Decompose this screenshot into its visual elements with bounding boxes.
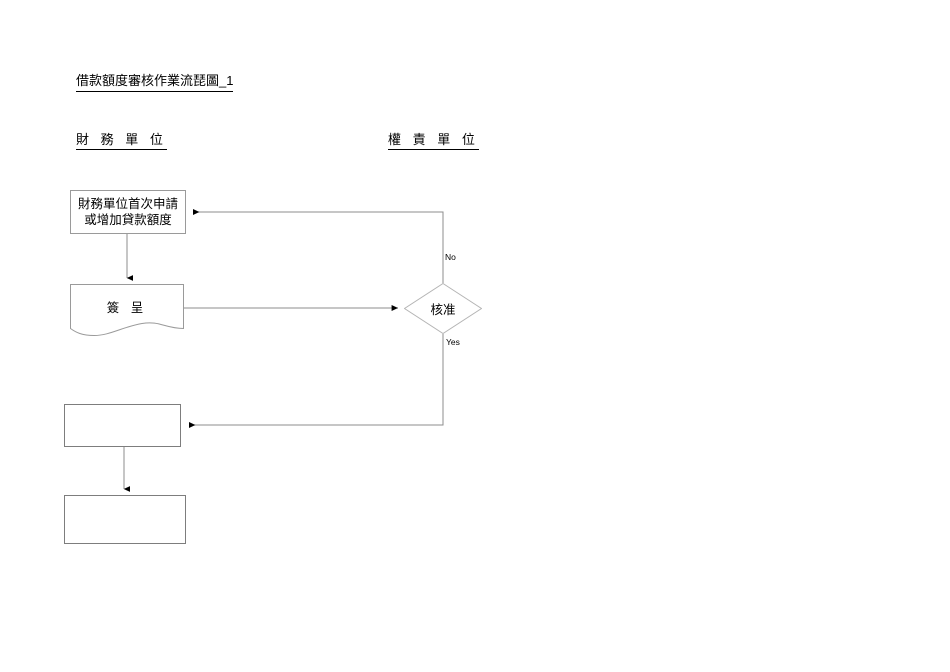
edge-decision-no-to-apply	[193, 209, 444, 283]
edge-label-no: No	[445, 252, 456, 262]
document-shape-icon	[70, 284, 184, 337]
flow-node-apply-label: 財務單位首次申請 或增加貸款額度	[77, 197, 178, 227]
flow-node-blank-1[interactable]	[64, 404, 181, 447]
lane-header-finance: 財 務 單 位	[76, 131, 167, 150]
lane-header-authority: 權 責 單 位	[388, 131, 479, 150]
flow-node-blank-2[interactable]	[64, 495, 186, 544]
flow-node-decision[interactable]: 核准	[404, 283, 482, 334]
edge-label-yes: Yes	[446, 337, 460, 347]
flow-node-apply[interactable]: 財務單位首次申請 或增加貸款額度	[70, 190, 186, 234]
flow-node-memo[interactable]: 簽 呈	[70, 284, 184, 337]
edge-decision-yes-to-blank1	[189, 334, 444, 428]
flow-node-decision-label: 核准	[430, 303, 456, 317]
diamond-shape-icon	[404, 283, 482, 334]
page-title: 借款額度審核作業流琵圖_1	[76, 72, 234, 92]
flow-node-memo-label: 簽 呈	[106, 300, 148, 315]
